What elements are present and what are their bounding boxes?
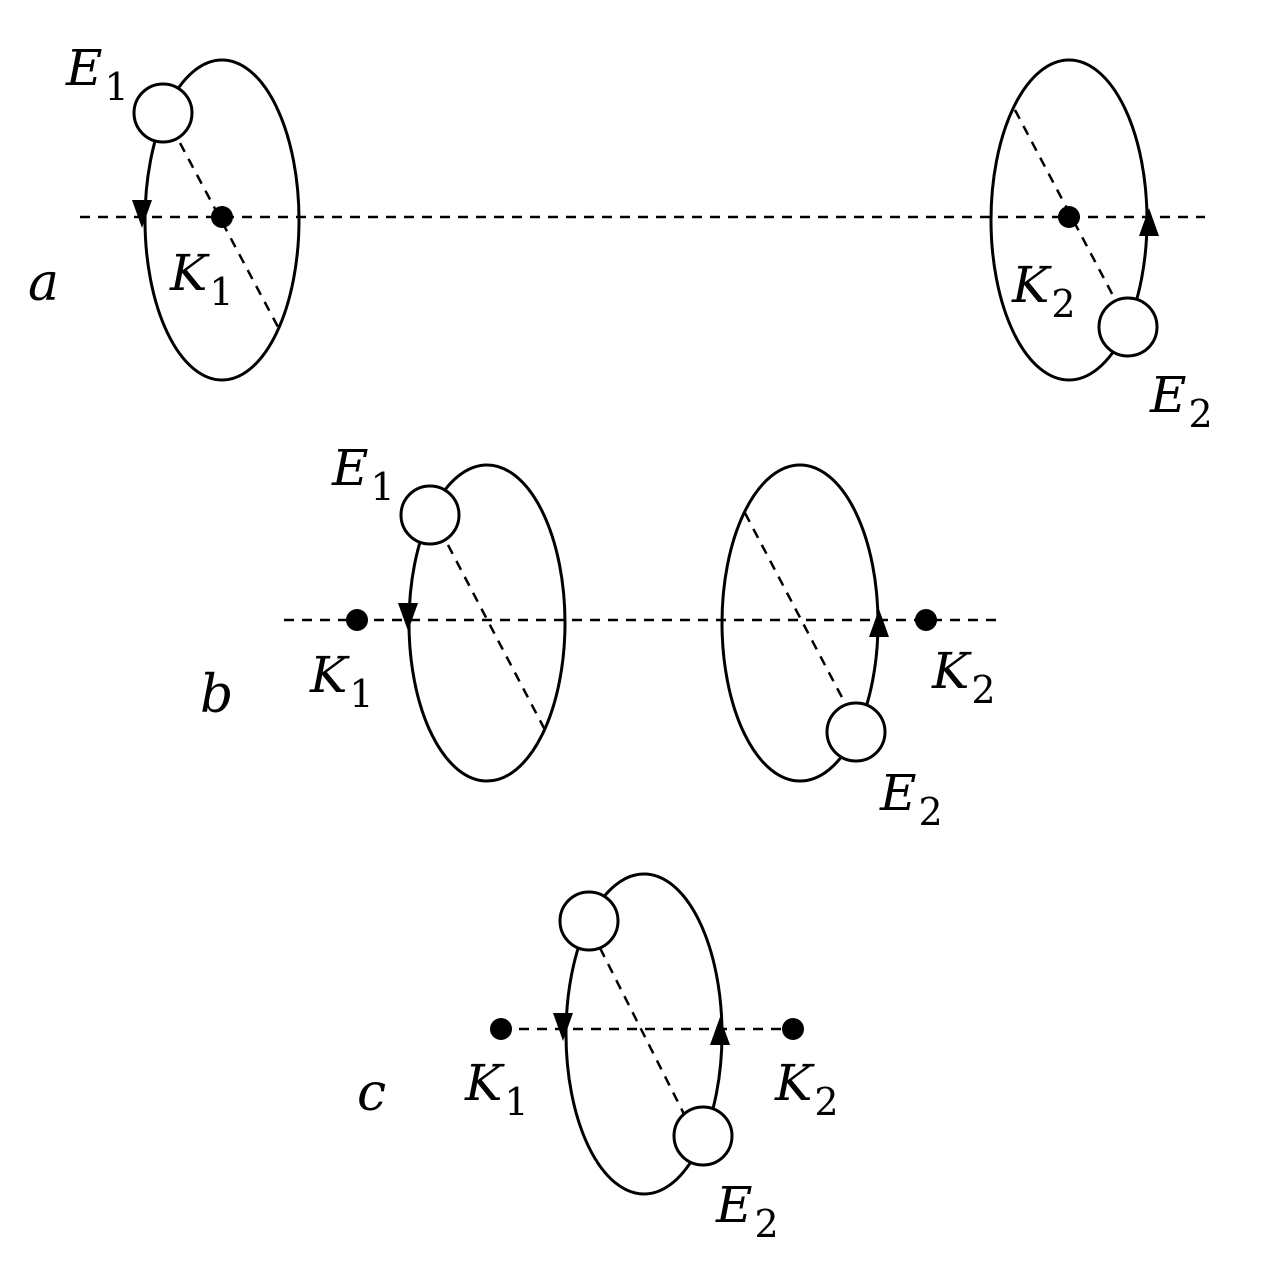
panel-c-arrow-down-icon bbox=[553, 1013, 573, 1041]
panel-b-label-e2: E2 bbox=[879, 764, 943, 834]
panel-a-loop-left bbox=[143, 58, 301, 382]
panel-c: K1 K2 E2 c bbox=[357, 872, 839, 1246]
panel-c-arrow-up-icon bbox=[710, 1017, 730, 1045]
panel-b-insertion-e1 bbox=[399, 484, 461, 546]
panel-c-propagator bbox=[598, 947, 688, 1119]
panel-a: E1 K1 K2 E2 a bbox=[28, 39, 1213, 436]
panel-a-vertex-k2 bbox=[1058, 206, 1080, 228]
panel-a-insertion-e1 bbox=[132, 82, 194, 144]
panel-c-label-k2: K2 bbox=[774, 1054, 839, 1124]
panel-b-letter: b bbox=[200, 665, 233, 725]
panel-b-propagator-left bbox=[446, 544, 547, 731]
panel-a-label-k1: K1 bbox=[169, 244, 234, 314]
panel-a-vertex-k1 bbox=[211, 206, 233, 228]
panel-b-label-e1: E1 bbox=[331, 439, 395, 509]
panel-a-label-e2: E2 bbox=[1149, 366, 1213, 436]
panel-c-vertex-k1 bbox=[490, 1018, 512, 1040]
panel-b-insertion-e2 bbox=[825, 701, 887, 763]
panel-b-arrow-down-icon bbox=[398, 603, 418, 631]
panel-a-letter: a bbox=[28, 253, 59, 313]
panel-b-label-k2: K2 bbox=[931, 642, 996, 712]
panel-a-arrow-down-icon bbox=[132, 200, 152, 228]
panel-c-insertion-e1 bbox=[558, 890, 620, 952]
panel-b-arrow-up-icon bbox=[869, 609, 889, 637]
panel-c-label-e2: E2 bbox=[715, 1176, 779, 1246]
panel-b-vertex-k1 bbox=[346, 609, 368, 631]
panel-c-insertion-e2 bbox=[672, 1105, 734, 1167]
panel-a-label-k2: K2 bbox=[1011, 256, 1076, 326]
panel-c-label-k1: K1 bbox=[464, 1054, 529, 1124]
panel-b-propagator-right bbox=[743, 512, 848, 706]
panel-c-letter: c bbox=[357, 1063, 386, 1123]
panel-c-vertex-k2 bbox=[782, 1018, 804, 1040]
panel-a-label-e1: E1 bbox=[65, 39, 129, 109]
panel-b-vertex-k2 bbox=[915, 609, 937, 631]
panel-a-arrow-up-icon bbox=[1139, 208, 1159, 236]
panel-b: E1 K1 K2 E2 b bbox=[200, 439, 1003, 834]
panel-a-insertion-e2 bbox=[1097, 296, 1159, 358]
panel-b-label-k1: K1 bbox=[309, 646, 374, 716]
